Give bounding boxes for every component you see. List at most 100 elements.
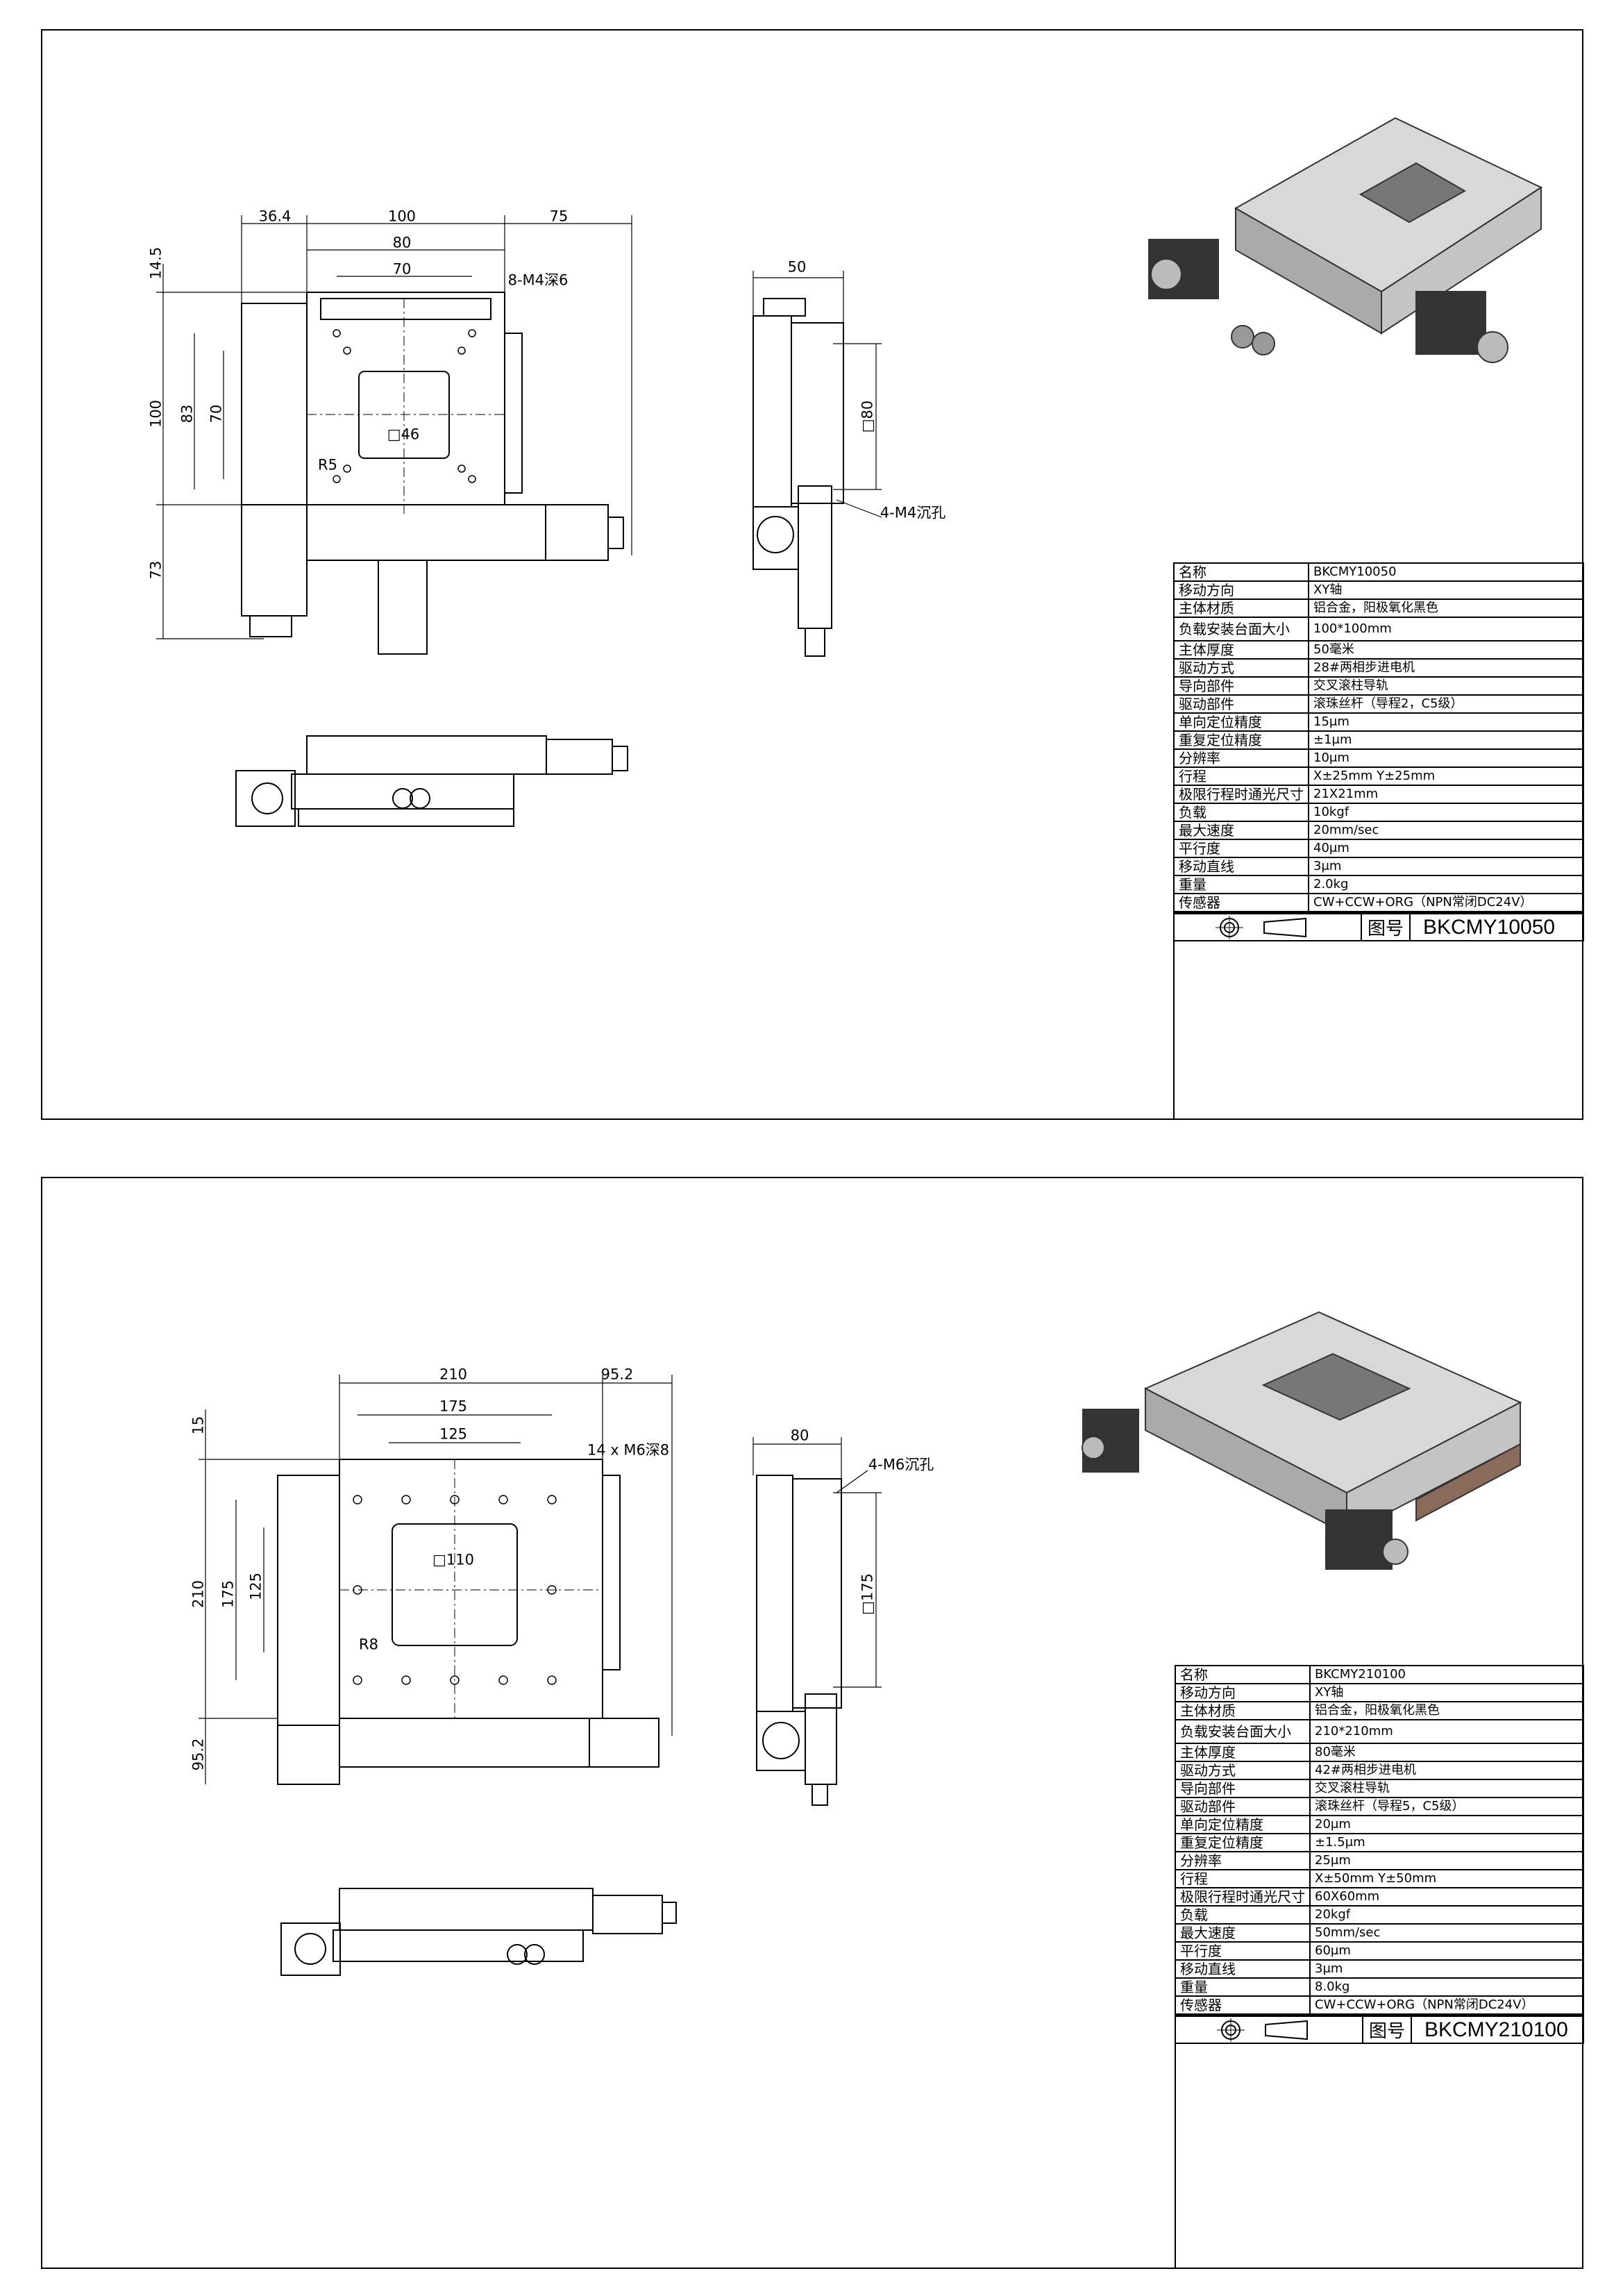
spec-key: 极限行程时通光尺寸 (1173, 785, 1309, 804)
dim-label: 50 (787, 258, 807, 276)
dim-label: 95.2 (190, 1738, 207, 1771)
spec-key: 单向定位精度 (1175, 1815, 1311, 1834)
spec-value: 8.0kg (1309, 1977, 1584, 1997)
spec-key: 主体材质 (1175, 1701, 1311, 1720)
spec-row: 重复定位精度±1μm (1173, 730, 1584, 750)
spec-value: 42#两相步进电机 (1309, 1761, 1584, 1780)
dim-label: 70 (392, 260, 412, 278)
spec-value: 60X60mm (1309, 1887, 1584, 1907)
spec-key: 单向定位精度 (1173, 712, 1309, 732)
spec-key: 驱动部件 (1173, 694, 1309, 714)
spec-value: 25μm (1309, 1851, 1584, 1870)
spec-value: 交叉滚柱导轨 (1308, 676, 1584, 696)
spec-value: 交叉滚柱导轨 (1309, 1779, 1584, 1798)
dim-label: 125 (439, 1425, 468, 1443)
spec-key: 驱动部件 (1175, 1797, 1311, 1816)
dim-label: 73 (147, 560, 165, 580)
spec-key: 最大速度 (1175, 1923, 1311, 1943)
dim-label: 75 (549, 208, 569, 225)
spec-value: 50毫米 (1308, 640, 1584, 660)
spec-key: 行程 (1173, 766, 1309, 786)
title-block-2: 图号 BKCMY210100 (1175, 2015, 1584, 2044)
projection-symbol-icon (1175, 914, 1362, 940)
spec-value: CW+CCW+ORG（NPN常闭DC24V） (1309, 1995, 1584, 2015)
spec-key: 重量 (1175, 1977, 1311, 1997)
spec-value: 2.0kg (1308, 875, 1584, 894)
spec-value: CW+CCW+ORG（NPN常闭DC24V） (1308, 893, 1584, 912)
spec-value: 滚珠丝杆（导程5，C5级） (1309, 1797, 1584, 1816)
spec-value: 20mm/sec (1308, 821, 1584, 840)
spec-value: 滚珠丝杆（导程2，C5级） (1308, 694, 1584, 714)
dim-label: 210 (439, 1366, 468, 1383)
dim-label: 100 (387, 208, 417, 225)
spec-row: 驱动部件滚珠丝杆（导程2，C5级） (1173, 694, 1584, 714)
spec-key: 导向部件 (1175, 1779, 1311, 1798)
drawing-number-label: 图号 (1362, 914, 1411, 940)
spec-value: X±25mm Y±25mm (1308, 766, 1584, 786)
top-view-2 (199, 1375, 673, 1785)
front-view-1 (752, 271, 882, 657)
spec-value: BKCMY10050 (1308, 562, 1584, 582)
spec-key: 极限行程时通光尺寸 (1175, 1887, 1311, 1907)
dim-label: 210 (190, 1579, 207, 1609)
side-view-2 (280, 1888, 677, 1976)
dim-label: 80 (790, 1427, 809, 1444)
spec-row: 驱动部件滚珠丝杆（导程5，C5级） (1175, 1797, 1584, 1816)
spec-value: BKCMY210100 (1309, 1665, 1584, 1684)
spec-value: X±50mm Y±50mm (1309, 1869, 1584, 1888)
dim-label: □46 (387, 426, 420, 443)
drawing-number-label: 图号 (1363, 2017, 1412, 2043)
dim-label: 36.4 (258, 208, 292, 225)
spec-key: 分辨率 (1175, 1851, 1311, 1870)
spec-key: 重量 (1173, 875, 1309, 894)
spec-value: 铝合金，阳极氧化黑色 (1308, 598, 1584, 618)
dim-label: R5 (318, 456, 337, 474)
spec-key: 名称 (1173, 562, 1309, 582)
spec-value: 50mm/sec (1309, 1923, 1584, 1943)
spec-key: 驱动方式 (1173, 658, 1309, 678)
dim-label: 175 (439, 1398, 468, 1415)
spec-value: 60μm (1309, 1941, 1584, 1961)
dim-callout: 8-M4深6 (507, 271, 569, 289)
spec-value: 铝合金，阳极氧化黑色 (1309, 1701, 1584, 1720)
spec-key: 分辨率 (1173, 748, 1309, 768)
spec-key: 重复定位精度 (1173, 730, 1309, 750)
spec-key: 平行度 (1173, 839, 1309, 858)
spec-key: 主体厚度 (1173, 640, 1309, 660)
spec-value: 80毫米 (1309, 1743, 1584, 1762)
render-3d-2 (1082, 1311, 1522, 1570)
spec-key: 行程 (1175, 1869, 1311, 1888)
spec-value: 100*100mm (1308, 617, 1584, 642)
dim-label: 83 (178, 404, 196, 424)
spec-value: 3μm (1308, 857, 1584, 876)
dim-label: □110 (432, 1551, 474, 1568)
spec-key: 导向部件 (1173, 676, 1309, 696)
dim-label: 80 (392, 234, 412, 251)
dim-label: 100 (147, 399, 165, 428)
spec-key: 主体材质 (1173, 598, 1309, 618)
spec-row: 主体材质铝合金，阳极氧化黑色 (1175, 1701, 1584, 1720)
drawing-number: BKCMY210100 (1424, 2018, 1568, 2041)
